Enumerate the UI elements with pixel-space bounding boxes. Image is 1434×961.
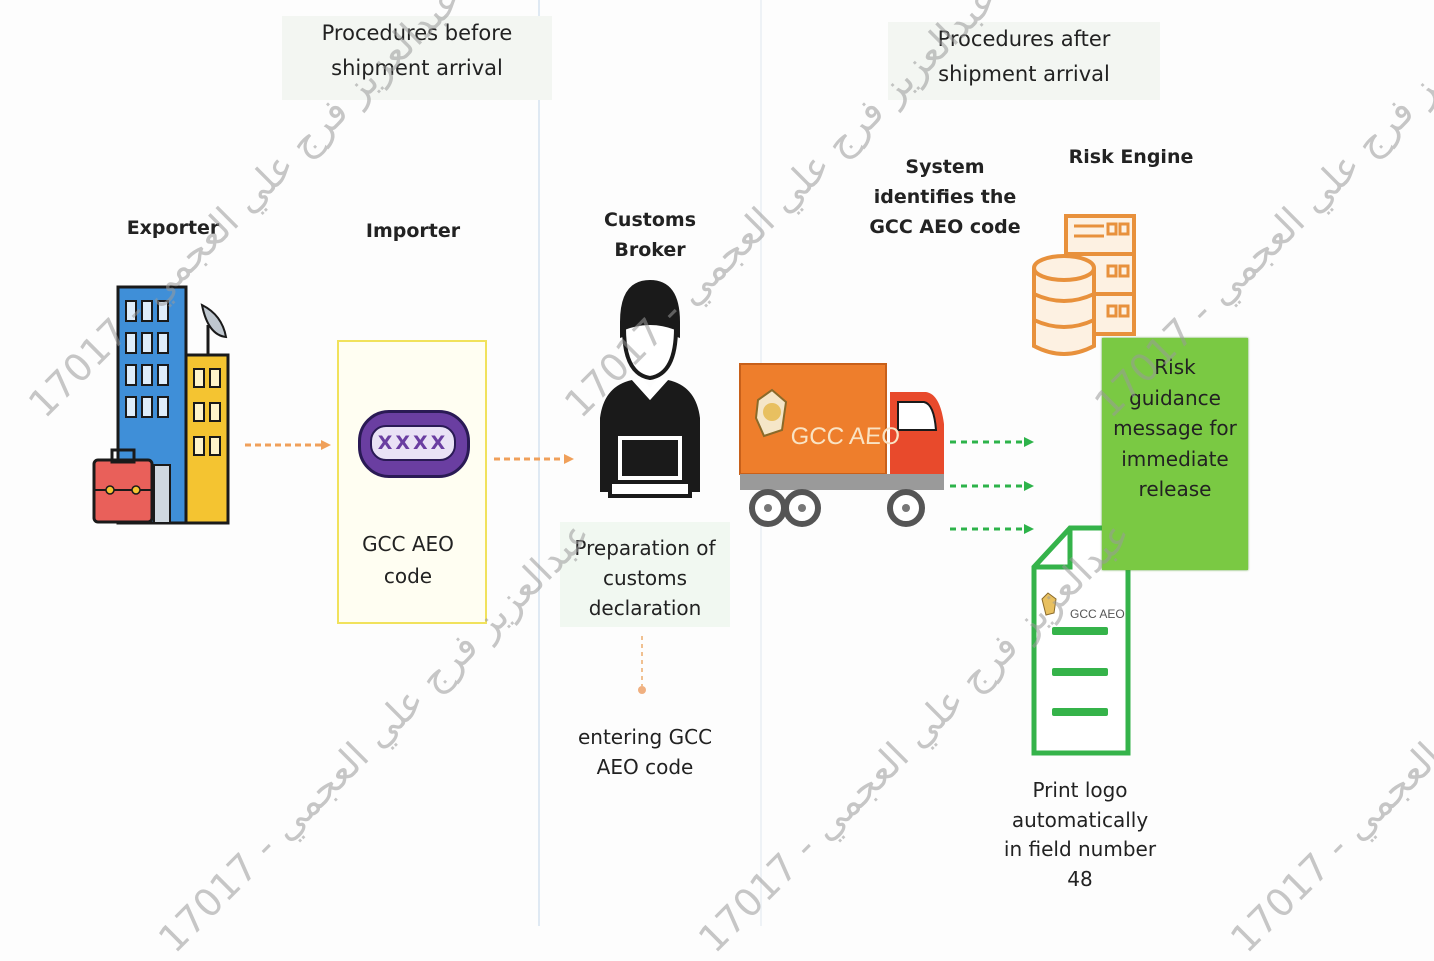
preparation-box [560,522,730,627]
arrow-truck-to-risk-1 [950,437,1034,447]
arrow-exporter-to-importer [245,440,331,450]
truck-logo-text: GCC AEO [790,423,901,450]
section-divider-left [538,0,540,926]
dotted-connector [638,636,646,694]
importer-code-box [337,340,487,624]
document-icon: GCC AEO [1031,525,1131,756]
risk-engine-label: Risk Engine [1068,146,1194,168]
buildings-icon [92,285,230,525]
risk-guidance-box [1102,338,1248,570]
header-before-arrival: Procedures before shipment arrival [282,16,552,100]
customs-broker-icon [600,280,700,498]
document-logo-text: GCC AEO [1070,607,1125,621]
preparation-label: Preparation of customs declaration [574,536,716,620]
arrow-truck-to-risk-2 [950,481,1034,491]
entering-code-label: entering GCC AEO code [577,725,713,779]
watermark-6: عبدالعزيز فرج علي العجمي - 17017 [1222,512,1434,961]
exporter-label: Exporter [126,217,220,239]
gcc-aeo-code-label: GCC AEO code [362,532,454,588]
risk-guidance-label: Risk guidance message for immediate rele… [1113,355,1237,501]
truck-icon: GCC AEO [739,363,944,527]
print-logo-label: Print logo automatically in field number… [1003,778,1157,891]
arrow-importer-to-broker [494,454,574,464]
system-identifies-label: System identifies the GCC AEO code [869,156,1021,238]
customs-broker-label: Customs Broker [603,209,697,261]
arrow-truck-to-risk-3 [950,524,1034,534]
gcc-aeo-code-pill: XXXX [358,410,470,478]
importer-label: Importer [365,220,461,242]
server-database-icon [1032,214,1136,356]
code-pill-inner: XXXX [370,425,456,461]
header-after-arrival: Procedures after shipment arrival [888,22,1160,100]
